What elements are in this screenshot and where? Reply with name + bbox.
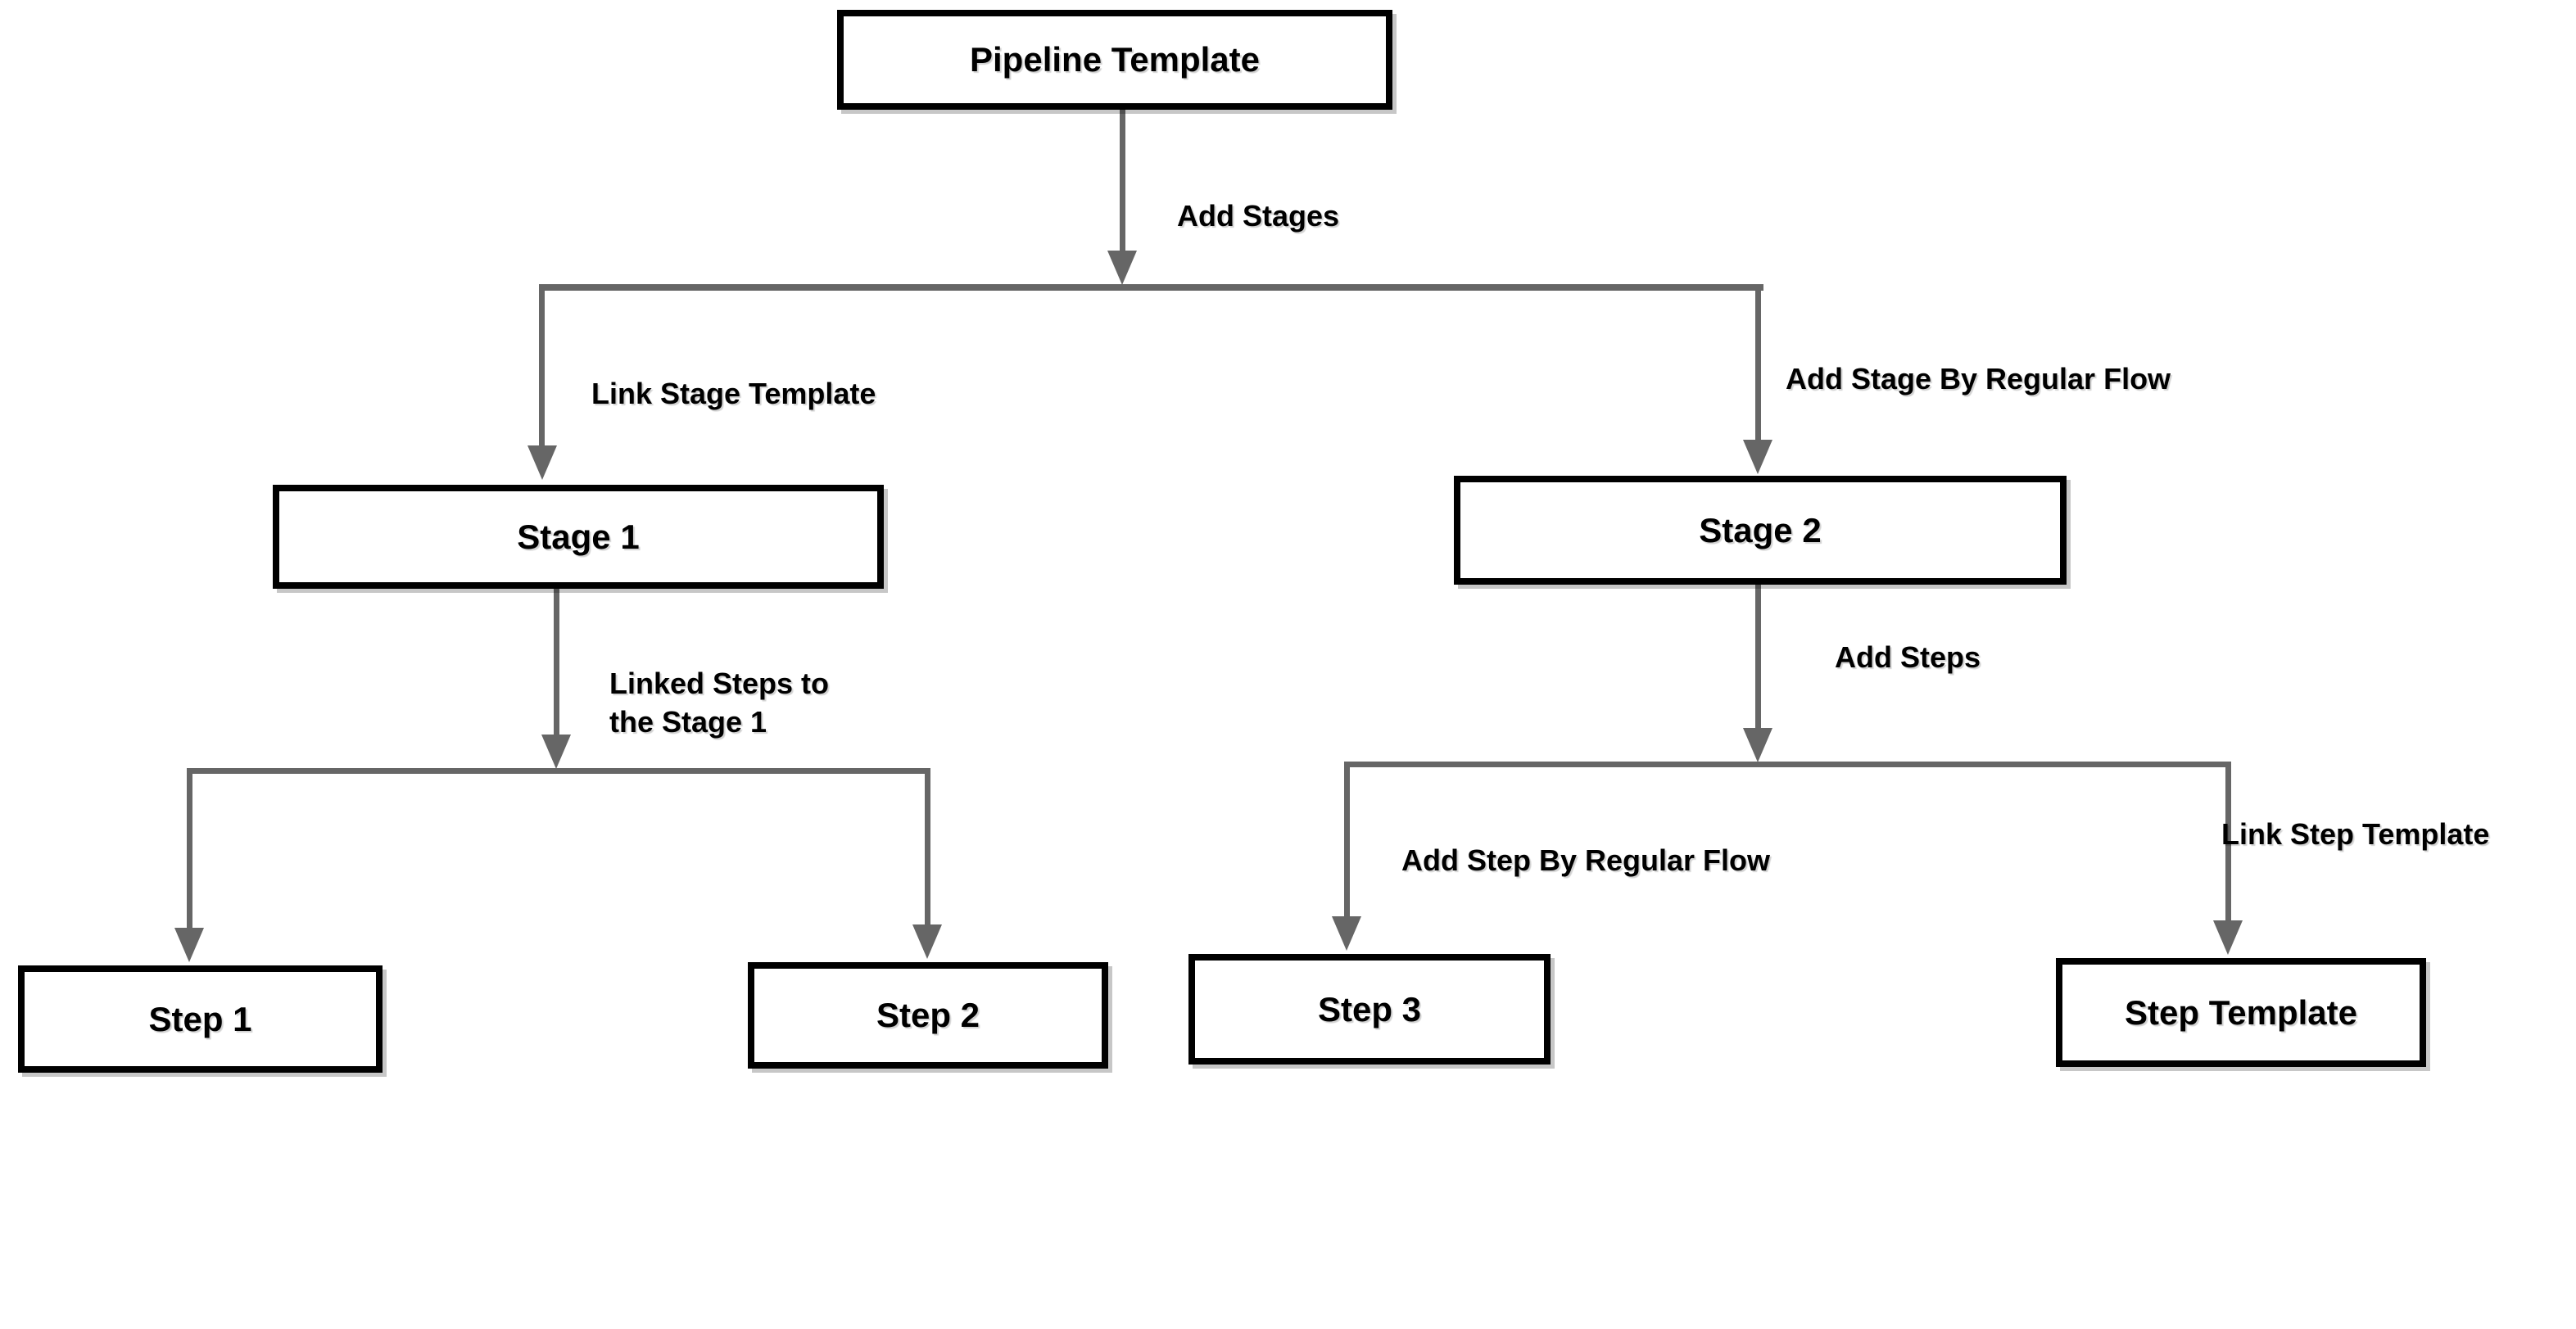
node-step-2-label: Step 2 xyxy=(876,996,980,1034)
connector-branch-to-step1-shaft xyxy=(187,768,192,928)
node-stage-2-label: Stage 2 xyxy=(1699,510,1822,549)
connector-branch-to-stage2-shaft xyxy=(1755,284,1761,440)
arrowhead-branch-to-steptemplate xyxy=(2213,920,2243,955)
node-step-1-label: Step 1 xyxy=(148,999,252,1038)
node-pipeline-template: Pipeline Template xyxy=(837,10,1392,110)
node-stage-1-label: Stage 1 xyxy=(517,517,640,556)
edge-label-add-stage-by-regular-flow: Add Stage By Regular Flow xyxy=(1786,362,2171,396)
edge-label-add-stages: Add Stages xyxy=(1177,199,1340,233)
node-step-template-label: Step Template xyxy=(2125,992,2357,1032)
connector-branch-to-step3-shaft xyxy=(1344,762,1350,916)
node-step-template: Step Template xyxy=(2056,958,2426,1067)
edge-label-link-step-template: Link Step Template xyxy=(2221,817,2490,851)
edge-label-linked-steps-to-stage1: Linked Steps to the Stage 1 xyxy=(609,667,830,739)
edge-label-add-step-by-regular-flow: Add Step By Regular Flow xyxy=(1401,843,1771,877)
node-step-3: Step 3 xyxy=(1188,954,1551,1065)
connector-pipeline-to-branch-shaft xyxy=(1120,110,1125,252)
connector-stage2-to-branch-shaft xyxy=(1755,585,1761,728)
node-pipeline-template-label: Pipeline Template xyxy=(970,40,1260,79)
edge-label-link-stage-template: Link Stage Template xyxy=(591,377,876,410)
node-step-3-label: Step 3 xyxy=(1317,989,1422,1028)
arrowhead-branch-to-step2 xyxy=(912,924,942,959)
connector-branch-to-step2-shaft xyxy=(925,768,930,924)
arrowhead-branch-to-step1 xyxy=(174,928,204,962)
arrowhead-stage1-to-branch xyxy=(541,735,571,769)
connector-branch-to-steptemplate-shaft xyxy=(2225,762,2231,920)
arrowhead-stage2-to-branch xyxy=(1743,728,1772,762)
connector-branch-to-stage1-shaft xyxy=(539,284,545,445)
connector-stage1-to-branch-shaft xyxy=(554,589,559,735)
node-stage-2: Stage 2 xyxy=(1454,476,2067,585)
arrowhead-branch-to-step3 xyxy=(1332,916,1361,951)
connector-steps-branch-right-bar xyxy=(1344,762,2231,767)
arrowhead-branch-to-stage2 xyxy=(1743,440,1772,474)
connector-steps-branch-left-bar xyxy=(187,768,930,774)
node-step-1: Step 1 xyxy=(18,965,383,1073)
arrowhead-pipeline-to-branch xyxy=(1107,251,1137,285)
node-stage-1: Stage 1 xyxy=(273,485,884,589)
arrowhead-branch-to-stage1 xyxy=(527,445,557,480)
edge-label-add-steps: Add Steps xyxy=(1835,640,1981,674)
node-step-2: Step 2 xyxy=(748,962,1108,1069)
connector-stages-branch-bar xyxy=(539,284,1763,291)
